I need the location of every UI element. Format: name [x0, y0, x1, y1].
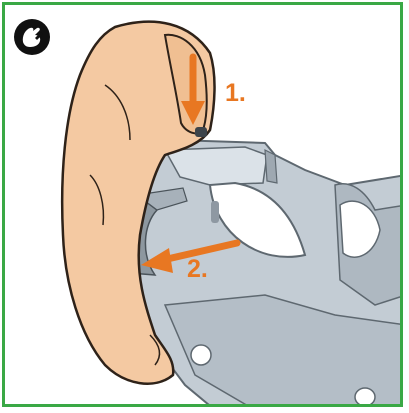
- hand-safety-badge-icon: [13, 18, 51, 56]
- step-2-label: 2.: [187, 257, 208, 282]
- step-1-label: 1.: [225, 81, 246, 106]
- tool-illustration: [5, 5, 403, 407]
- illustration-frame: 1. 2.: [2, 2, 403, 407]
